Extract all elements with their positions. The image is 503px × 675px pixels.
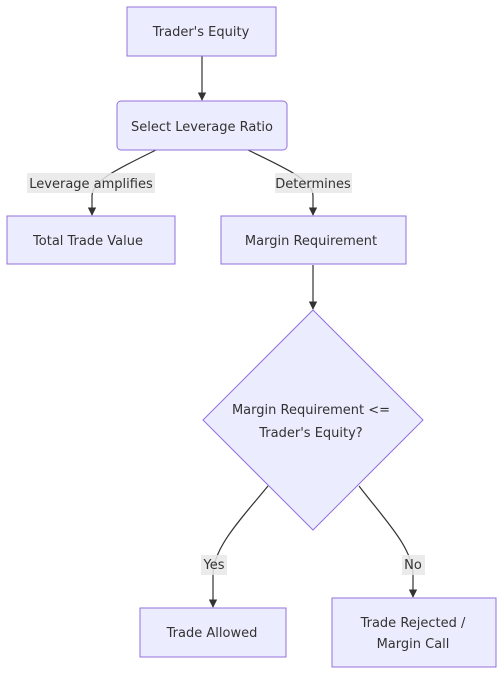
node-total-trade-value: Total Trade Value <box>6 215 176 265</box>
edge-label-no-bg <box>402 555 425 575</box>
node-trade-rejected-line2: Margin Call <box>377 637 450 652</box>
node-trade-rejected: Trade Rejected / Margin Call <box>331 597 497 668</box>
node-margin-requirement-label: Margin Requirement <box>245 234 377 249</box>
node-decision-diamond: Margin Requirement <= Trader's Equity? <box>202 309 424 531</box>
edge-decision-to-rejected <box>358 485 418 598</box>
node-trade-allowed-label: Trade Allowed <box>166 626 258 641</box>
edge-label-no: No <box>404 558 422 573</box>
node-total-trade-value-label: Total Trade Value <box>32 234 143 249</box>
edge-label-determines-bg <box>275 173 352 193</box>
node-decision-line2: Trader's Equity? <box>258 426 362 441</box>
edge-label-yes-bg <box>201 555 227 575</box>
node-trade-allowed: Trade Allowed <box>139 607 287 658</box>
node-decision-line1: Margin Requirement <= <box>232 403 390 418</box>
edge-label-yes: Yes <box>203 558 225 573</box>
node-select-leverage: Select Leverage Ratio <box>116 100 288 151</box>
node-margin-requirement: Margin Requirement <box>220 215 407 265</box>
edge-decision-to-allowed <box>208 485 269 608</box>
node-traders-equity: Trader's Equity <box>126 6 277 57</box>
edge-label-determines: Determines <box>275 177 351 192</box>
edge-label-amplifies-bg <box>27 173 155 193</box>
node-traders-equity-label: Trader's Equity <box>152 25 250 40</box>
node-trade-rejected-line1: Trade Rejected / <box>360 616 466 631</box>
edge-label-amplifies: Leverage amplifies <box>29 177 153 192</box>
node-select-leverage-label: Select Leverage Ratio <box>131 120 273 135</box>
